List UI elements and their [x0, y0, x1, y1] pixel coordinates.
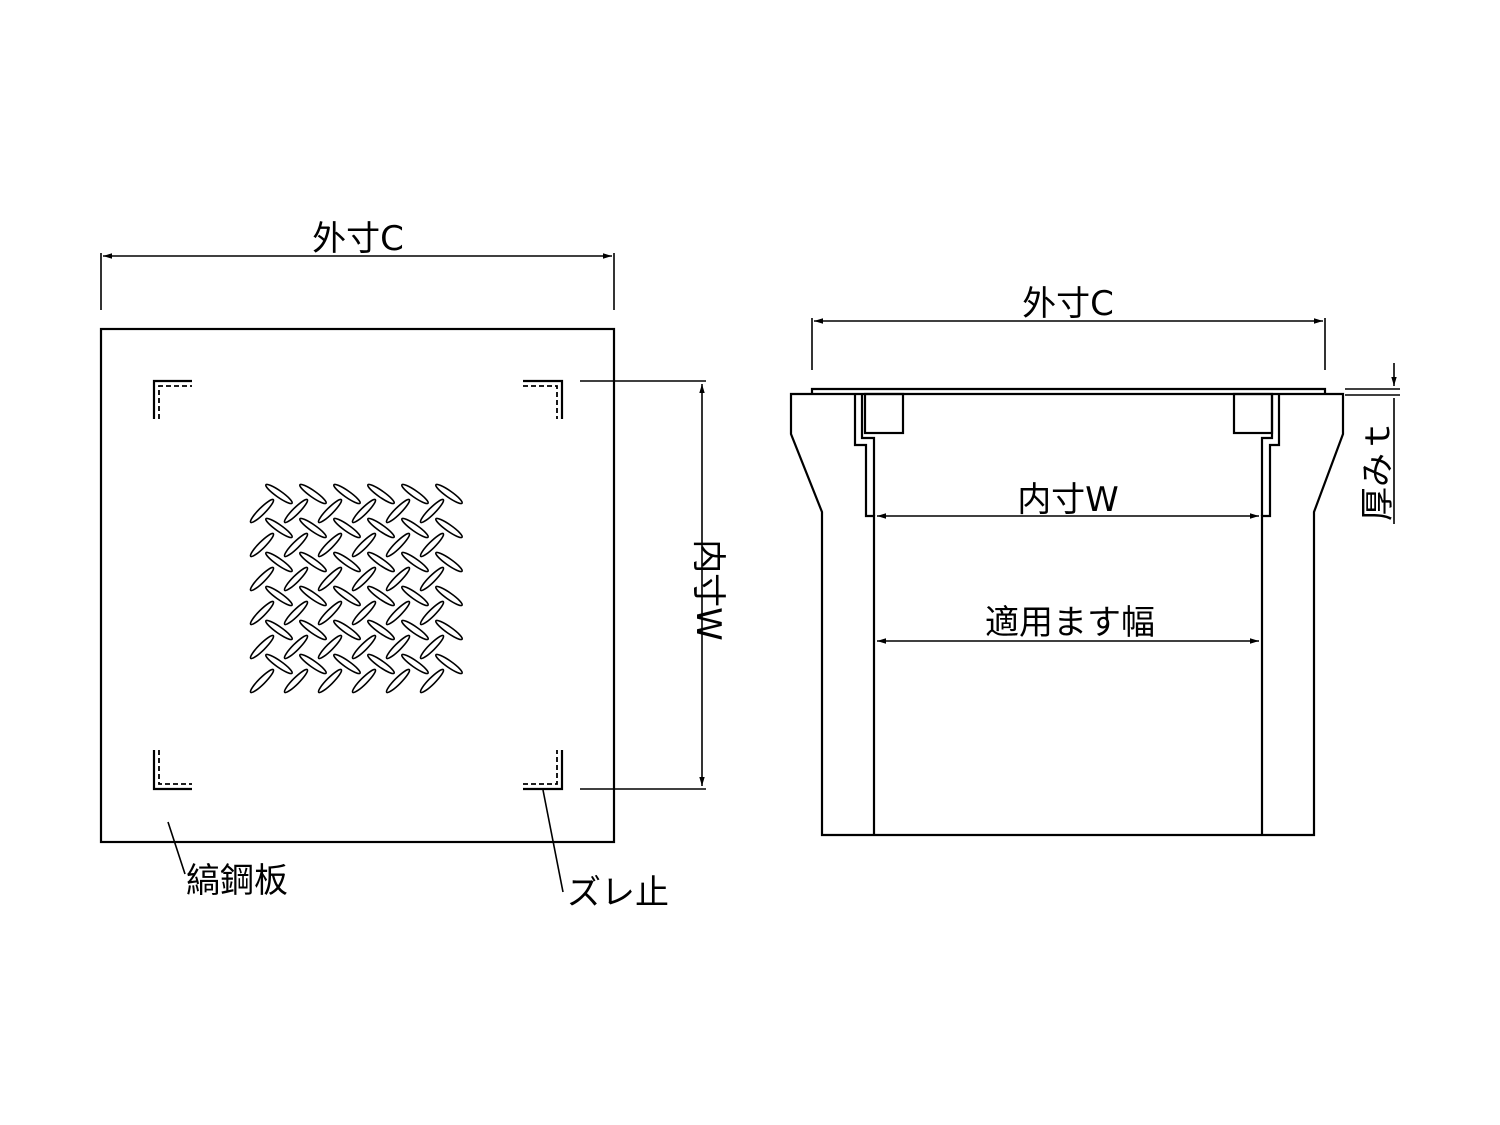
stopper-leader-line — [542, 789, 564, 893]
checker-lug — [366, 551, 396, 573]
stopper-bottom-left — [152, 750, 192, 791]
checker-lug — [434, 585, 464, 607]
checker-lug — [434, 551, 464, 573]
checker-lug — [419, 532, 445, 558]
stopper-top-right — [523, 379, 564, 419]
checker-lug — [249, 532, 275, 558]
checker-lug — [351, 634, 377, 660]
checker-lug — [419, 668, 445, 694]
checker-lug — [351, 600, 377, 626]
checker-lug — [332, 517, 362, 539]
checker-lug — [385, 498, 411, 524]
checker-lug — [298, 585, 328, 607]
frame-right — [1260, 394, 1281, 835]
plan-outer-dim-label: 外寸C — [312, 219, 404, 259]
plate-label: 縞鋼板 — [186, 861, 288, 901]
checker-lug — [400, 483, 430, 505]
checker-lug — [298, 517, 328, 539]
checker-lug — [366, 585, 396, 607]
checker-lug — [283, 498, 309, 524]
checker-lug — [419, 498, 445, 524]
plate-leader-line — [167, 821, 186, 875]
checker-lug — [264, 517, 294, 539]
checker-plate-pattern — [249, 483, 464, 694]
checker-lug — [400, 653, 430, 675]
checker-lug — [434, 483, 464, 505]
checker-lug — [249, 566, 275, 592]
checker-lug — [400, 517, 430, 539]
checker-lug — [298, 619, 328, 641]
basin-width-label: 適用ます幅 — [985, 603, 1155, 643]
plan-view: 外寸C 内寸W 縞鋼板 ズレ止 — [99, 219, 728, 913]
checker-lug — [249, 600, 275, 626]
stopper-block-left — [863, 392, 905, 435]
checker-lug — [283, 634, 309, 660]
checker-lug — [332, 619, 362, 641]
section-view: 外寸C 内寸W 適用ます幅 厚みｔ — [789, 284, 1400, 837]
stopper-top-left — [152, 379, 192, 419]
thickness-label: 厚みｔ — [1358, 419, 1398, 521]
checker-lug — [385, 600, 411, 626]
section-inner-dim-label: 内寸W — [1017, 480, 1119, 520]
checker-lug — [298, 551, 328, 573]
checker-lug — [385, 566, 411, 592]
checker-lug — [434, 653, 464, 675]
checker-lug — [264, 585, 294, 607]
checker-lug — [366, 653, 396, 675]
checker-lug — [298, 653, 328, 675]
checker-lug — [283, 600, 309, 626]
checker-lug — [249, 498, 275, 524]
checker-lug — [385, 668, 411, 694]
checker-lug — [400, 585, 430, 607]
frame-left — [853, 394, 876, 835]
checker-lug — [366, 619, 396, 641]
checker-lug — [366, 517, 396, 539]
checker-lug — [332, 585, 362, 607]
checker-lug — [332, 483, 362, 505]
checker-lug — [283, 566, 309, 592]
checker-lug — [332, 653, 362, 675]
checker-lug — [434, 619, 464, 641]
checker-lug — [264, 551, 294, 573]
checker-lug — [434, 517, 464, 539]
stopper-bottom-right — [523, 750, 564, 791]
section-outer-dim-label: 外寸C — [1022, 284, 1114, 324]
checker-lug — [419, 566, 445, 592]
checker-lug — [385, 634, 411, 660]
checker-lug — [351, 668, 377, 694]
plate-outline — [99, 327, 616, 844]
checker-lug — [283, 532, 309, 558]
checker-lug — [400, 619, 430, 641]
checker-lug — [283, 668, 309, 694]
stopper-block-right — [1232, 392, 1274, 435]
basin-outline — [789, 392, 1345, 837]
checker-lug — [351, 566, 377, 592]
checker-lug — [351, 532, 377, 558]
checker-lug — [317, 566, 343, 592]
lid-plate — [810, 387, 1327, 394]
checker-lug — [317, 532, 343, 558]
checker-lug — [351, 498, 377, 524]
checker-lug — [400, 551, 430, 573]
checker-lug — [249, 634, 275, 660]
checker-lug — [317, 634, 343, 660]
checker-lug — [332, 551, 362, 573]
checker-lug — [317, 668, 343, 694]
checker-lug — [264, 653, 294, 675]
stopper-label: ズレ止 — [567, 873, 669, 913]
checker-lug — [264, 483, 294, 505]
frame-left-inner — [860, 394, 876, 516]
checker-lug — [317, 498, 343, 524]
checker-lug — [264, 619, 294, 641]
checker-lug — [366, 483, 396, 505]
checker-lug — [419, 634, 445, 660]
checker-lug — [317, 600, 343, 626]
checker-lug — [249, 668, 275, 694]
checker-lug — [385, 532, 411, 558]
checker-lug — [419, 600, 445, 626]
plan-inner-dim-label: 内寸W — [688, 539, 728, 641]
checker-lug — [298, 483, 328, 505]
